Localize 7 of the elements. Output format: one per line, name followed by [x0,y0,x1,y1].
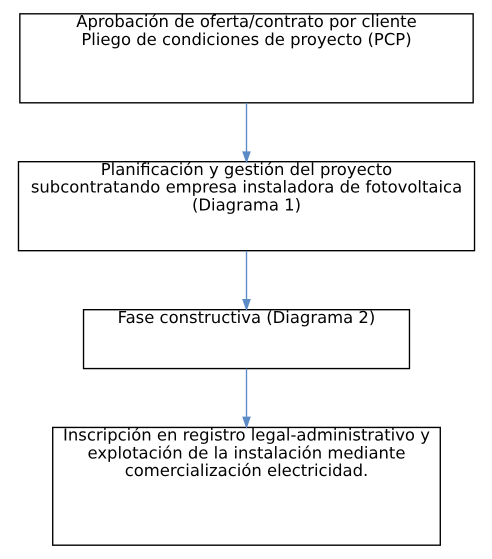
node-box: Planificación y gestión del proyecto subcontratando empresa instaladora de fotovoltaica (Diagrama 1) [17,161,475,252]
node-box: Aprobación de oferta/contrato por cliente Pliego de condiciones de proyecto (PCP) [18,13,474,104]
node-box: Fase constructiva (Diagrama 2) [82,308,410,370]
arrow [242,250,250,312]
node-box: Inscripción en registro legal-administrativo y explotación de la instalación mediante comercialización electricidad. [52,426,440,546]
arrow [242,102,250,164]
arrow [242,368,250,429]
